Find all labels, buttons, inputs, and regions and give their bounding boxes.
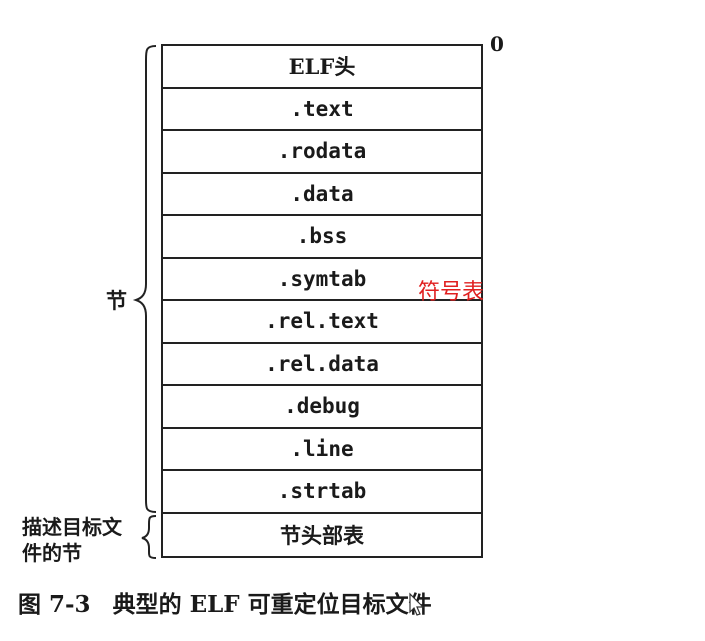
- section-header-brace-label: 描述目标文件的节: [22, 515, 122, 565]
- figure-title: 典型的 ELF 可重定位目标文件: [112, 591, 432, 618]
- row-strtab: .strtab: [163, 471, 481, 514]
- sections-brace: [132, 45, 157, 513]
- row-symtab: .symtab: [163, 259, 481, 301]
- row-debug: .debug: [163, 386, 481, 429]
- row-rodata: .rodata: [163, 131, 481, 174]
- elf-sections-table: ELF头 .text .rodata .data .bss .symtab .r…: [161, 44, 483, 558]
- row-bss: .bss: [163, 216, 481, 259]
- row-section-header-table: 节头部表: [280, 522, 364, 548]
- row-elf-header: ELF头: [163, 46, 481, 89]
- sections-brace-label: 节: [106, 288, 127, 313]
- section-header-brace: [141, 515, 157, 559]
- symtab-annotation: 符号表: [418, 280, 485, 305]
- figure-number: 图 7-3: [18, 591, 91, 618]
- mouse-cursor-icon: [409, 592, 425, 616]
- figure-caption: 图 7-3 典型的 ELF 可重定位目标文件: [18, 585, 432, 619]
- offset-zero-label: 0: [490, 32, 504, 56]
- row-rel-data: .rel.data: [163, 344, 481, 386]
- row-rel-text: .rel.text: [163, 301, 481, 344]
- row-data: .data: [163, 174, 481, 216]
- row-line: .line: [163, 429, 481, 471]
- row-text: .text: [163, 89, 481, 131]
